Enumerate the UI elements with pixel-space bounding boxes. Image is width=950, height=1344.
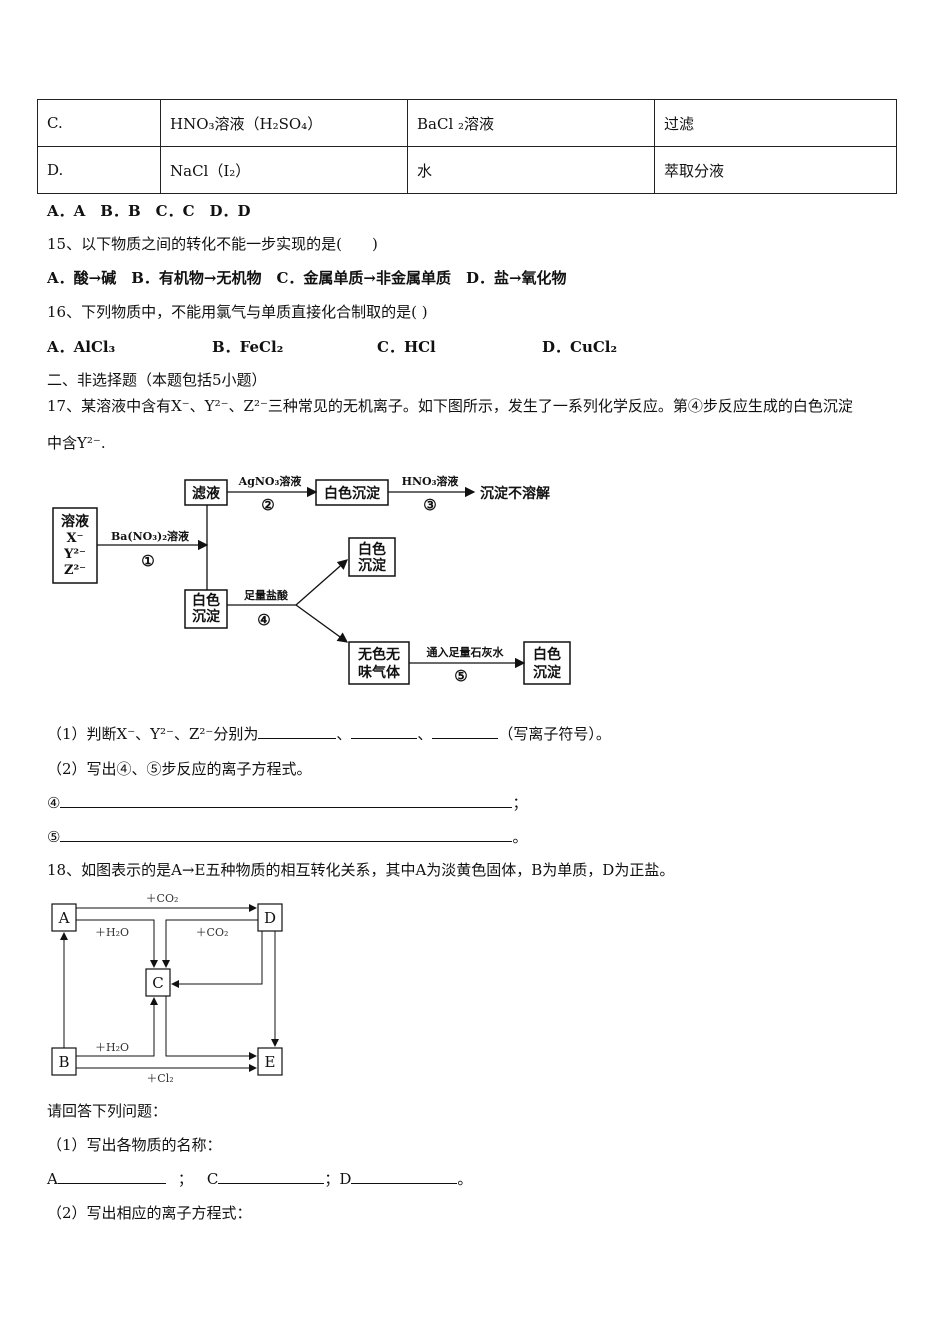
separator: 、	[336, 725, 352, 743]
node-d: D	[264, 909, 276, 927]
table-cell: HNO₃溶液（H₂SO₄）	[160, 99, 408, 147]
q18-sub1: （1）写出各物质的名称：	[47, 1136, 222, 1154]
label-a-c: ＋H₂O	[95, 926, 129, 939]
q17-sub1: （1）判断X⁻、Y²⁻、Z²⁻分别为 、 、 （写离子符号）。	[47, 723, 611, 744]
answer-blank[interactable]	[432, 724, 499, 739]
ion-y: Y²⁻	[63, 547, 86, 562]
line-end: ；	[512, 794, 528, 812]
white-ppt-4-line1: 白色	[533, 646, 561, 663]
q17-sub1-suffix: （写离子符号）。	[498, 725, 611, 743]
separator: ；	[324, 1170, 340, 1188]
white-ppt-3-line1: 白色	[358, 541, 386, 558]
q16-option-d: D．CuCl₂	[542, 338, 618, 356]
answer-blank[interactable]	[218, 1169, 325, 1184]
name-d-label: D	[339, 1170, 352, 1188]
solution-label: 溶液	[61, 513, 90, 530]
q18-stem: 18、如图表示的是A→E五种物质的相互转化关系，其中A为淡黄色固体，B为单质，D…	[47, 861, 675, 879]
q16-option-b: B．FeCl₂	[212, 338, 284, 356]
step-5-label: ⑤	[47, 828, 61, 846]
table-cell: 水	[407, 146, 655, 194]
separator: 、	[417, 725, 433, 743]
gas-line2: 味气体	[358, 664, 401, 681]
line-end: 。	[512, 828, 528, 846]
ion-x: X⁻	[67, 531, 84, 546]
node-d-box	[257, 903, 283, 932]
table-cell: C.	[37, 99, 161, 147]
table-row: C. HNO₃溶液（H₂SO₄） BaCl ₂溶液 过滤	[37, 99, 897, 147]
q17-sub2: （2）写出④、⑤步反应的离子方程式。	[47, 760, 312, 778]
node-c: C	[152, 974, 163, 992]
answer-blank[interactable]	[60, 827, 513, 842]
answer-blank[interactable]	[57, 1169, 166, 1184]
table-row: D. NaCl（I₂） 水 萃取分液	[37, 146, 897, 194]
q16-option-c: C．HCl	[377, 338, 436, 356]
reagent-4: 足量盐酸	[244, 588, 289, 602]
q15-stem: 15、以下物质之间的转化不能一步实现的是( )	[47, 235, 378, 253]
step-3: ③	[423, 496, 436, 514]
white-ppt-box-3	[348, 537, 396, 577]
gas-line1: 无色无	[357, 646, 400, 663]
q16-option-a: A．AlCl₃	[47, 338, 116, 356]
name-c-label: C	[206, 1170, 219, 1188]
step-4: ④	[257, 611, 270, 629]
q16-stem: 16、下列物质中，不能用氯气与单质直接化合制取的是( )	[47, 303, 428, 321]
q17-stem-line2: 中含Y²⁻.	[47, 434, 106, 452]
table-cell: 过滤	[654, 99, 897, 147]
q17-stem-line1: 17、某溶液中含有X⁻、Y²⁻、Z²⁻三种常见的无机离子。如下图所示，发生了一系…	[47, 397, 853, 415]
node-e-box	[257, 1047, 283, 1076]
label-b-e: ＋Cl₂	[146, 1072, 173, 1085]
reagent-1: Ba(NO₃)₂溶液	[111, 529, 190, 543]
label-a-d: ＋CO₂	[146, 892, 179, 905]
filtrate-label: 滤液	[192, 485, 221, 502]
ppt-insoluble-label: 沉淀不溶解	[480, 485, 550, 502]
node-c-box	[145, 968, 171, 997]
answer-blank[interactable]	[258, 724, 337, 739]
white-ppt-3-line2: 沉淀	[358, 557, 387, 574]
reagent-5: 通入足量石灰水	[427, 645, 505, 659]
ion-z: Z²⁻	[64, 563, 86, 578]
white-ppt-4-line2: 沉淀	[533, 664, 562, 681]
q14-options: A．A B．B C．C D．D	[47, 202, 251, 220]
q17-line5: ⑤。	[47, 826, 527, 847]
node-b-box	[51, 1047, 77, 1076]
white-ppt-label: 白色沉淀	[324, 485, 381, 502]
white-ppt-2-line1: 白色	[192, 592, 220, 609]
q18-prompt: 请回答下列问题：	[47, 1102, 168, 1120]
section-heading: 二、非选择题（本题包括5小题）	[47, 371, 267, 389]
reagent-2: AgNO₃溶液	[238, 474, 303, 488]
step-5: ⑤	[454, 667, 467, 685]
name-a-label: A	[47, 1170, 58, 1188]
white-ppt-2-line2: 沉淀	[192, 608, 221, 625]
q18-conversion-diagram: A B C D E ＋CO₂ ＋H₂O ＋CO₂ ＋H₂O ＋Cl₂	[51, 892, 283, 1085]
q18-sub2: （2）写出相应的离子方程式：	[47, 1204, 252, 1222]
answer-blank[interactable]	[351, 724, 418, 739]
q17-line4: ④；	[47, 792, 527, 813]
node-e: E	[265, 1053, 276, 1071]
node-a: A	[58, 909, 70, 927]
line-end: 。	[457, 1170, 473, 1188]
q15-options: A．酸→碱 B．有机物→无机物 C．金属单质→非金属单质 D．盐→氧化物	[47, 269, 567, 287]
separator: ；	[177, 1170, 193, 1188]
answer-blank[interactable]	[351, 1169, 458, 1184]
white-ppt-box-2	[184, 589, 228, 629]
node-a-box	[51, 903, 77, 932]
answer-blank[interactable]	[60, 793, 513, 808]
step-1: ①	[141, 552, 154, 570]
q18-names-line: A；C；D。	[47, 1168, 472, 1189]
q17-flow-diagram: 溶液 X⁻ Y²⁻ Z²⁻ 滤液 白色沉淀 沉淀不溶解 白色 沉淀 白色 沉淀 …	[52, 474, 571, 685]
node-b: B	[58, 1053, 69, 1071]
label-b-c: ＋H₂O	[95, 1041, 129, 1054]
step-2: ②	[261, 496, 274, 514]
reagent-3: HNO₃溶液	[402, 474, 460, 488]
step-4-label: ④	[47, 794, 61, 812]
table-cell: 萃取分液	[654, 146, 897, 194]
q17-sub1-prefix: （1）判断X⁻、Y²⁻、Z²⁻分别为	[47, 725, 259, 743]
label-c-d: ＋CO₂	[196, 926, 229, 939]
options-table: C. HNO₃溶液（H₂SO₄） BaCl ₂溶液 过滤 D. NaCl（I₂）…	[37, 99, 897, 194]
